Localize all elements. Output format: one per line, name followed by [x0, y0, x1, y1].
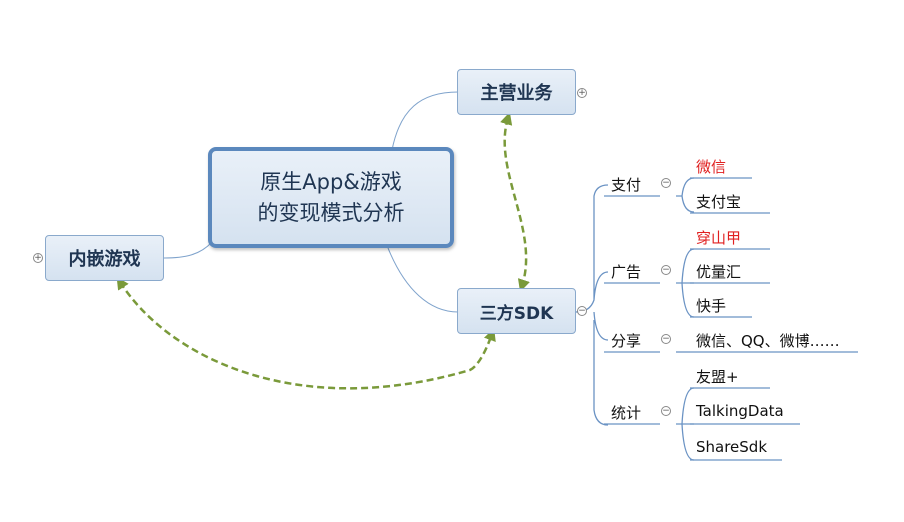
central-topic[interactable]: 原生App&游戏 的变现模式分析	[208, 147, 454, 248]
category-ads[interactable]: 广告	[611, 263, 642, 281]
topic-third-party-sdk[interactable]: 三方SDK	[457, 288, 576, 334]
expand-main-business-icon[interactable]: +	[577, 88, 587, 98]
category-share[interactable]: 分享	[611, 332, 642, 350]
ads-item-pangle[interactable]: 穿山甲	[696, 229, 742, 247]
collapse-share-icon[interactable]: −	[661, 334, 671, 344]
ads-item-youlianghui[interactable]: 优量汇	[696, 263, 742, 281]
branch-third-party-sdk	[387, 247, 459, 313]
central-topic-line-1: 原生App&游戏	[260, 170, 402, 195]
expand-embedded-games-icon[interactable]: +	[33, 253, 43, 263]
sdk-trunk	[575, 184, 609, 426]
collapse-third-party-sdk-icon[interactable]: −	[577, 306, 587, 316]
topic-main-business[interactable]: 主营业务	[457, 69, 576, 115]
ads-item-kuaishou[interactable]: 快手	[696, 297, 727, 315]
topic-embedded-games[interactable]: 内嵌游戏	[45, 235, 164, 281]
category-stats[interactable]: 统计	[611, 404, 642, 422]
pay-item-alipay[interactable]: 支付宝	[696, 193, 742, 211]
collapse-ads-icon[interactable]: −	[661, 265, 671, 275]
collapse-pay-icon[interactable]: −	[661, 178, 671, 188]
relation-games-sdk	[116, 276, 496, 390]
collapse-stats-icon[interactable]: −	[661, 406, 671, 416]
stats-item-talkingdata[interactable]: TalkingData	[696, 402, 784, 420]
topic-embedded-games-label: 内嵌游戏	[68, 249, 141, 270]
stats-item-umeng[interactable]: 友盟+	[696, 368, 739, 386]
topic-third-party-sdk-label: 三方SDK	[479, 303, 554, 324]
branch-main-business	[391, 91, 459, 151]
share-item-platforms[interactable]: 微信、QQ、微博……	[696, 332, 840, 350]
topic-main-business-label: 主营业务	[480, 83, 553, 104]
relation-business-sdk	[500, 112, 530, 292]
stats-item-sharesdk[interactable]: ShareSdk	[696, 438, 768, 456]
pay-item-wechat[interactable]: 微信	[696, 158, 727, 176]
category-pay[interactable]: 支付	[611, 176, 642, 194]
branch-embedded-games	[163, 241, 213, 259]
central-topic-line-2: 的变现模式分析	[257, 200, 405, 225]
pay-bracket	[676, 177, 695, 213]
